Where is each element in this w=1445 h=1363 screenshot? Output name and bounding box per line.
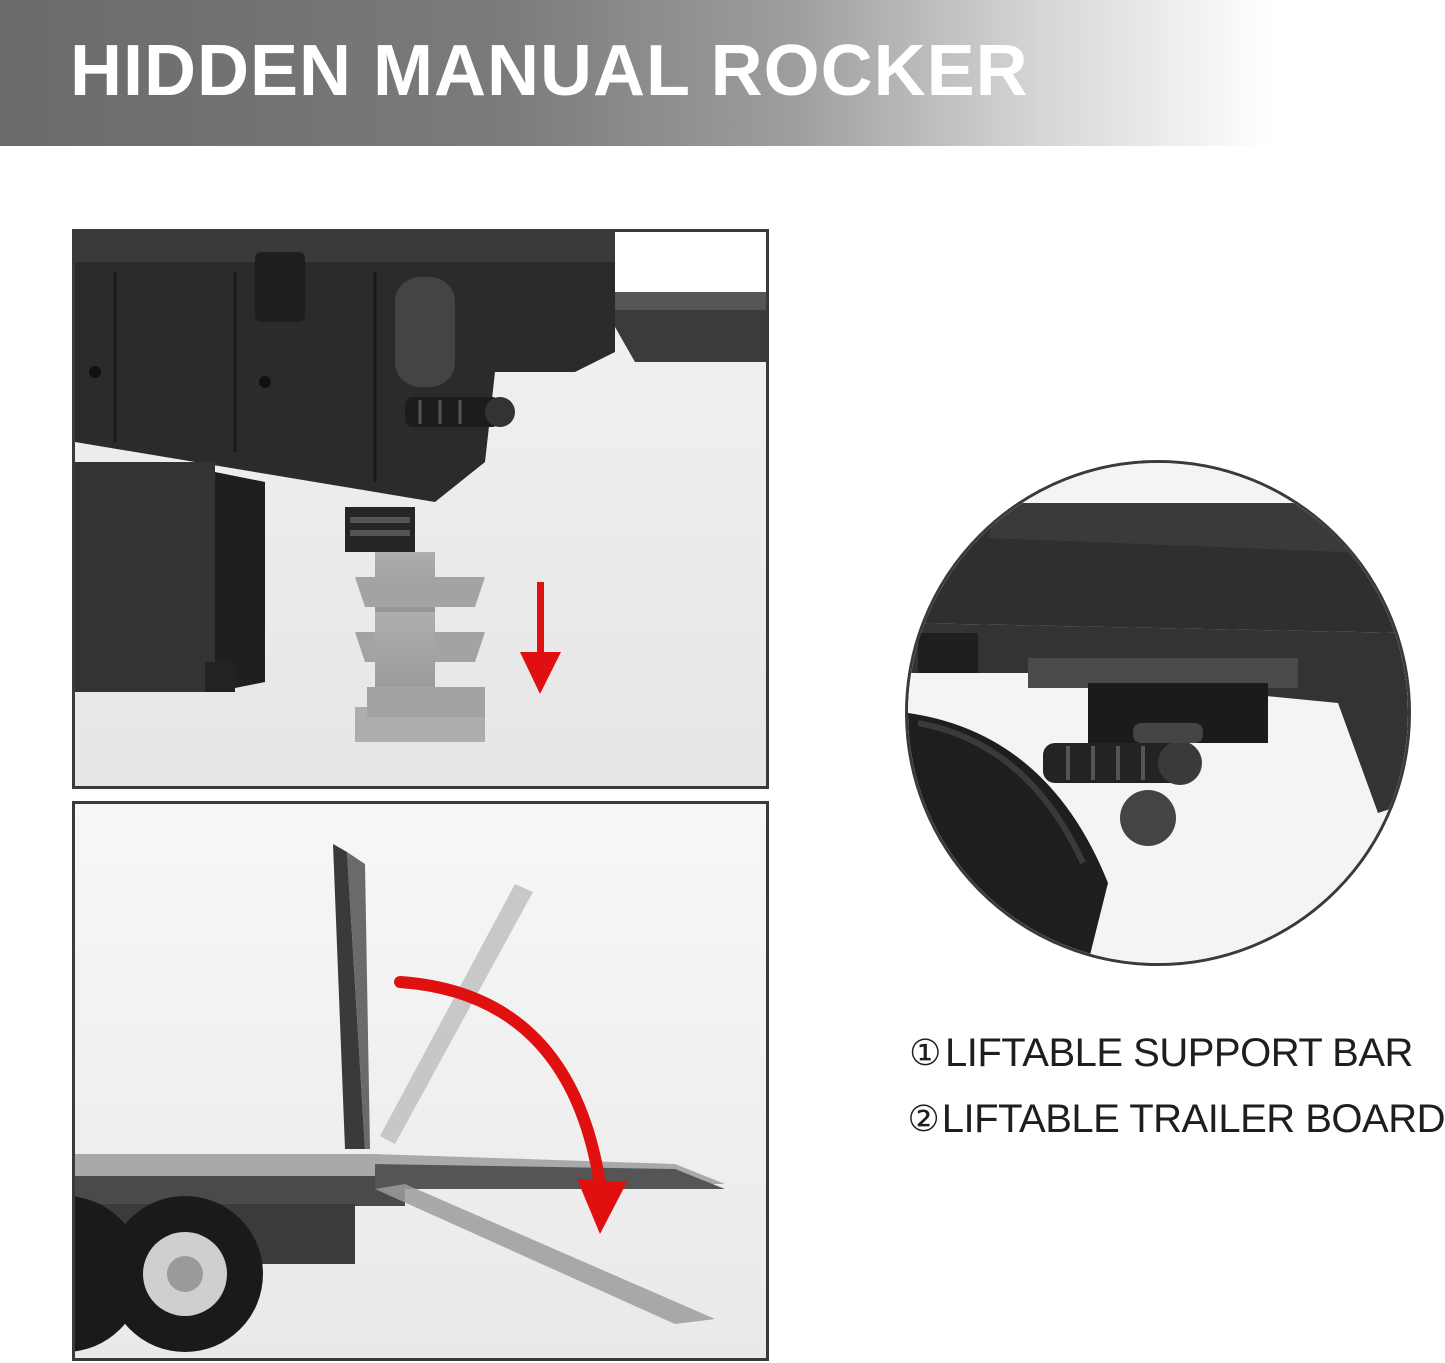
feature-number: ① xyxy=(909,1032,941,1074)
rocker-zoom-circle xyxy=(905,460,1411,966)
wheel-icon xyxy=(107,1196,263,1352)
banner-title: HIDDEN MANUAL ROCKER xyxy=(70,31,1029,111)
feature-label: LIFTABLE TRAILER BOARD xyxy=(941,1096,1445,1141)
support-leg-illustration xyxy=(75,232,766,786)
feature-item-trailer-board: ② LIFTABLE TRAILER BOARD xyxy=(905,1086,1445,1152)
trailer-ramp-photo xyxy=(72,801,769,1361)
crank-handle-icon xyxy=(1043,723,1203,785)
rotate-down-arrow-icon xyxy=(394,976,627,1234)
rocker-zoom-illustration xyxy=(908,463,1408,963)
feature-list: ① LIFTABLE SUPPORT BAR ② LIFTABLE TRAILE… xyxy=(905,1020,1445,1152)
feature-label: LIFTABLE SUPPORT BAR xyxy=(945,1030,1413,1075)
header-banner: HIDDEN MANUAL ROCKER xyxy=(0,0,1445,146)
feature-item-support-bar: ① LIFTABLE SUPPORT BAR xyxy=(905,1020,1445,1086)
support-leg-photo xyxy=(72,229,769,789)
feature-number: ② xyxy=(907,1098,940,1140)
trailer-ramp-illustration xyxy=(75,804,766,1358)
down-arrow-icon xyxy=(520,582,561,694)
